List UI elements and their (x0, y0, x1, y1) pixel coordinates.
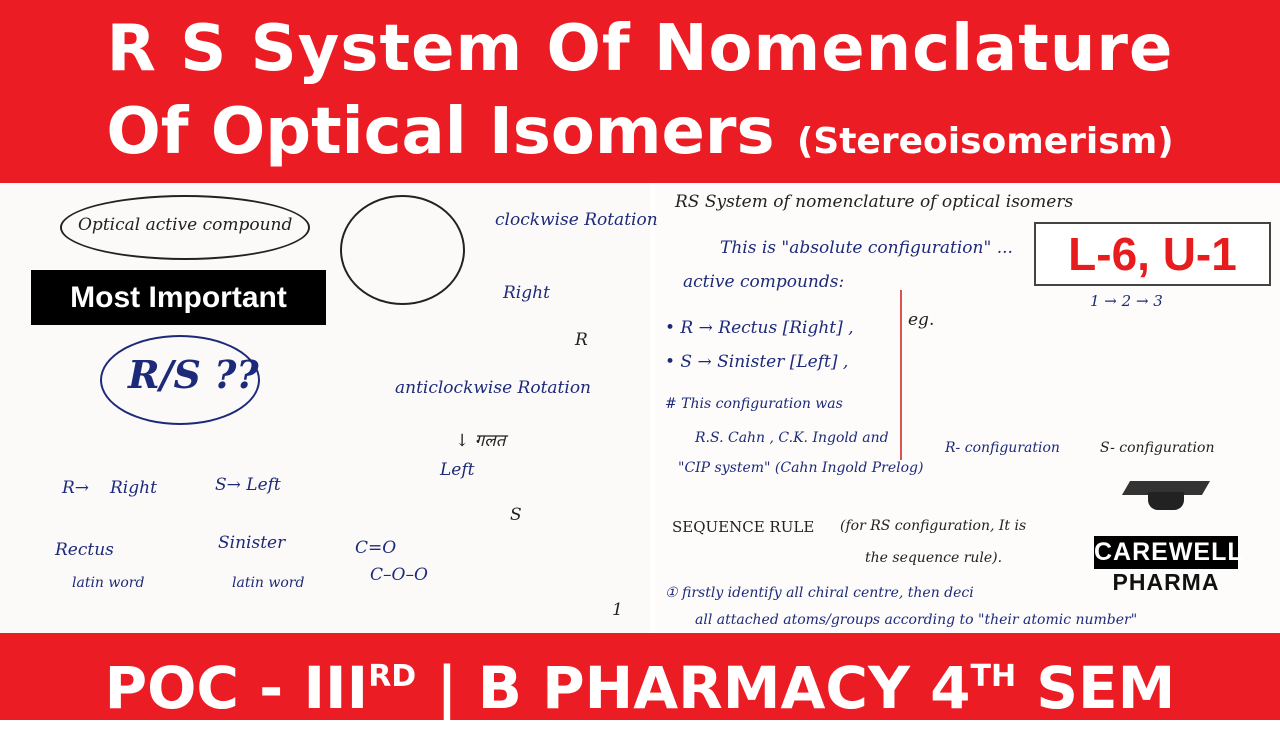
oval (60, 195, 310, 260)
note: 1 → 2 → 3 (1090, 292, 1163, 310)
title-subtitle: (Stereoisomerism) (796, 121, 1174, 162)
note: S→ Left (215, 475, 281, 495)
footer-text: | B PHARMACY 4 (416, 654, 971, 722)
page-number: 1 (612, 600, 623, 620)
note: RS System of nomenclature of optical iso… (675, 192, 1074, 212)
note: latin word (232, 575, 305, 591)
graduation-cap-icon (1121, 476, 1211, 516)
note: • R → Rectus [Right] , (665, 318, 854, 338)
note: (for RS configuration, It is (840, 518, 1027, 534)
note: latin word (72, 575, 145, 591)
note: ↓ गलत (455, 431, 506, 451)
most-important-badge: Most Important (31, 270, 326, 325)
footer-banner: POC - IIIRD | B PHARMACY 4TH SEM (0, 633, 1280, 722)
note: R- configuration (945, 440, 1060, 456)
note: eg. (908, 310, 935, 330)
note: S- configuration (1100, 440, 1215, 456)
note: R→ (62, 478, 90, 498)
note: S (510, 505, 522, 525)
logo-line-1: CAREWELL (1094, 536, 1243, 569)
note: C=O (355, 538, 397, 558)
lecture-badge: L-6, U-1 (1034, 222, 1271, 286)
note: This is "absolute configuration" ... (720, 238, 1013, 258)
title-line-2-main: Of Optical Isomers (106, 95, 775, 169)
title-line-1: R S System Of Nomenclature (106, 12, 1174, 86)
note: # This configuration was (665, 396, 843, 412)
margin-line (900, 290, 902, 460)
note: R/S ?? (128, 352, 259, 397)
title-banner: R S System Of Nomenclature Of Optical Is… (0, 0, 1280, 183)
note: Right (110, 478, 157, 498)
note: anticlockwise Rotation (395, 378, 591, 398)
note: clockwise Rotation (495, 210, 658, 230)
footer-sup: TH (970, 659, 1017, 694)
oval (100, 335, 260, 425)
note: Left (440, 460, 475, 480)
note: C–O–O (370, 565, 428, 585)
logo-line-2: PHARMA (1112, 569, 1220, 595)
notes-page-left (0, 183, 650, 633)
note: Sinister (218, 533, 286, 553)
clock-icon (340, 195, 465, 305)
note: the sequence rule). (865, 550, 1003, 566)
note: "CIP system" (Cahn Ingold Prelog) (678, 460, 924, 476)
note: active compounds: (683, 272, 845, 292)
note: ① firstly identify all chiral centre, th… (665, 585, 974, 601)
carewell-logo: CAREWELL PHARMA (1094, 476, 1243, 596)
note: R (575, 330, 588, 350)
note: SEQUENCE RULE (672, 518, 815, 536)
note: Right (503, 283, 550, 303)
footer-text: POC - III (104, 654, 369, 722)
footer-text: SEM (1016, 654, 1176, 722)
note: • S → Sinister [Left] , (665, 352, 849, 372)
note: Rectus (55, 540, 114, 560)
note: all attached atoms/groups according to "… (695, 612, 1138, 628)
footer-sup: RD (368, 659, 417, 694)
note: Optical active compound (78, 215, 293, 235)
title-line-2: Of Optical Isomers (Stereoisomerism) (0, 95, 1280, 169)
note: R.S. Cahn , C.K. Ingold and (695, 430, 889, 446)
